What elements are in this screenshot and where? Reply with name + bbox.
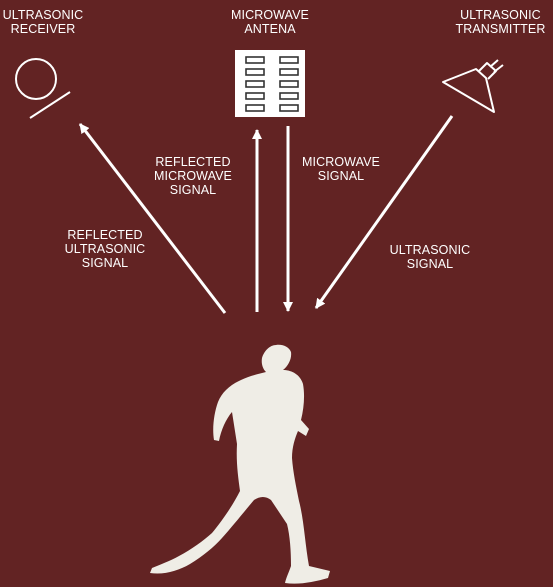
ultrasonic-receiver-icon	[15, 58, 71, 119]
reflected-microwave-signal-label: REFLECTED MICROWAVE SIGNAL	[154, 155, 232, 197]
reflected-ultrasonic-arrow	[78, 123, 227, 314]
microwave-antenna-icon	[235, 50, 305, 117]
signal-arrows	[78, 115, 454, 314]
ultrasonic-receiver-label: ULTRASONIC RECEIVER	[2, 8, 84, 36]
ultrasonic-signal-arrow	[314, 115, 454, 309]
reflected-ultrasonic-signal-label: REFLECTED ULTRASONIC SIGNAL	[64, 228, 146, 270]
ultrasonic-transmitter-icon	[442, 59, 504, 113]
microwave-signal-label: MICROWAVE SIGNAL	[302, 155, 380, 183]
microwave-antenna-label: MICROWAVE ANTENA	[231, 8, 309, 36]
ultrasonic-signal-label: ULTRASONIC SIGNAL	[389, 243, 471, 271]
walking-person-icon	[150, 344, 330, 584]
ultrasonic-transmitter-label: ULTRASONIC TRANSMITTER	[455, 8, 546, 36]
